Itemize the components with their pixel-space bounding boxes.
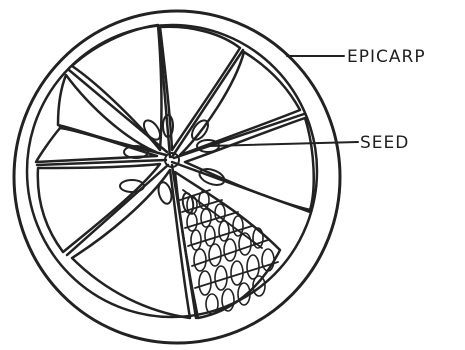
seed	[141, 118, 163, 143]
seed-label: SEED	[360, 133, 409, 153]
segment-upper-left	[72, 25, 161, 150]
epicarp-outer-ring	[14, 11, 340, 343]
fruit-segments	[36, 25, 314, 318]
epicarp-label: EPICARP	[347, 47, 426, 67]
